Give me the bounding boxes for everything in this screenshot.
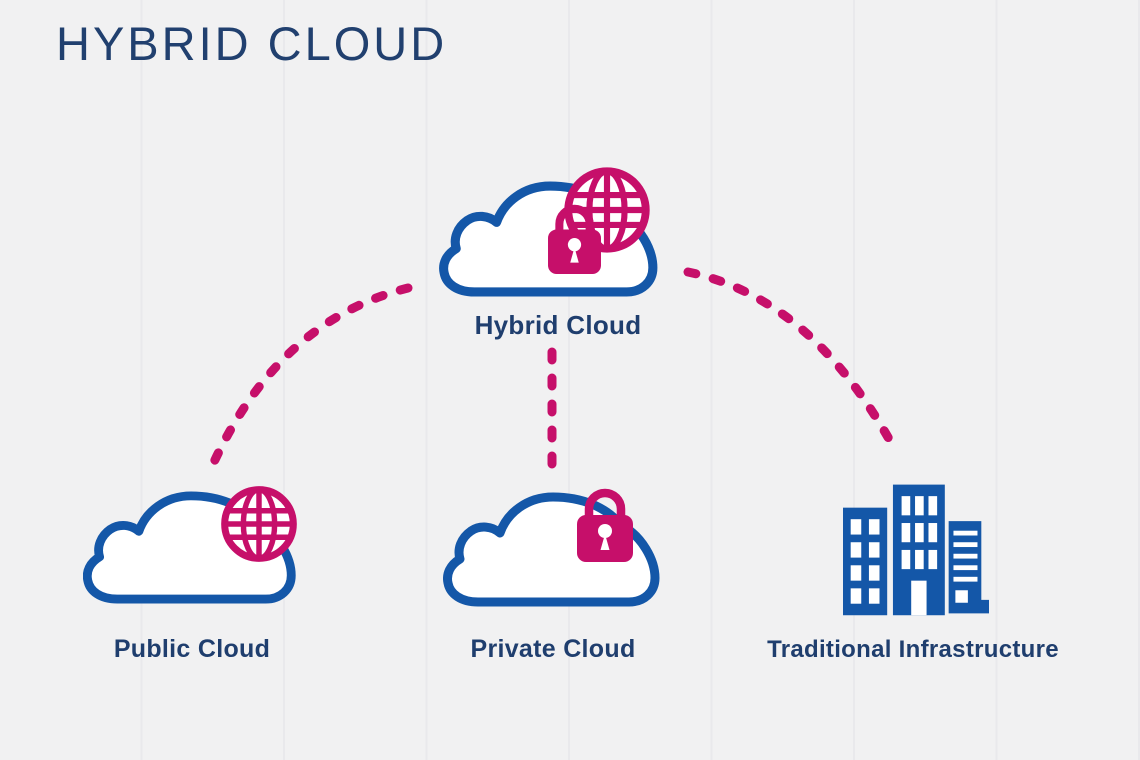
buildings-icon (843, 484, 989, 616)
public-cloud-icon (87, 490, 293, 599)
traditional-infrastructure-label: Traditional Infrastructure (767, 636, 1059, 663)
connector-hybrid-to-public (209, 283, 413, 467)
hybrid-cloud-label: Hybrid Cloud (474, 310, 642, 340)
public-cloud-label: Public Cloud (113, 635, 271, 663)
globe-icon (225, 490, 294, 559)
private-cloud-icon (448, 493, 656, 602)
hybrid-cloud-icon (444, 171, 653, 292)
connector-hybrid-to-traditional (683, 267, 899, 453)
page-title: HYBRID CLOUD (56, 17, 448, 70)
private-cloud-label: Private Cloud (470, 635, 636, 663)
